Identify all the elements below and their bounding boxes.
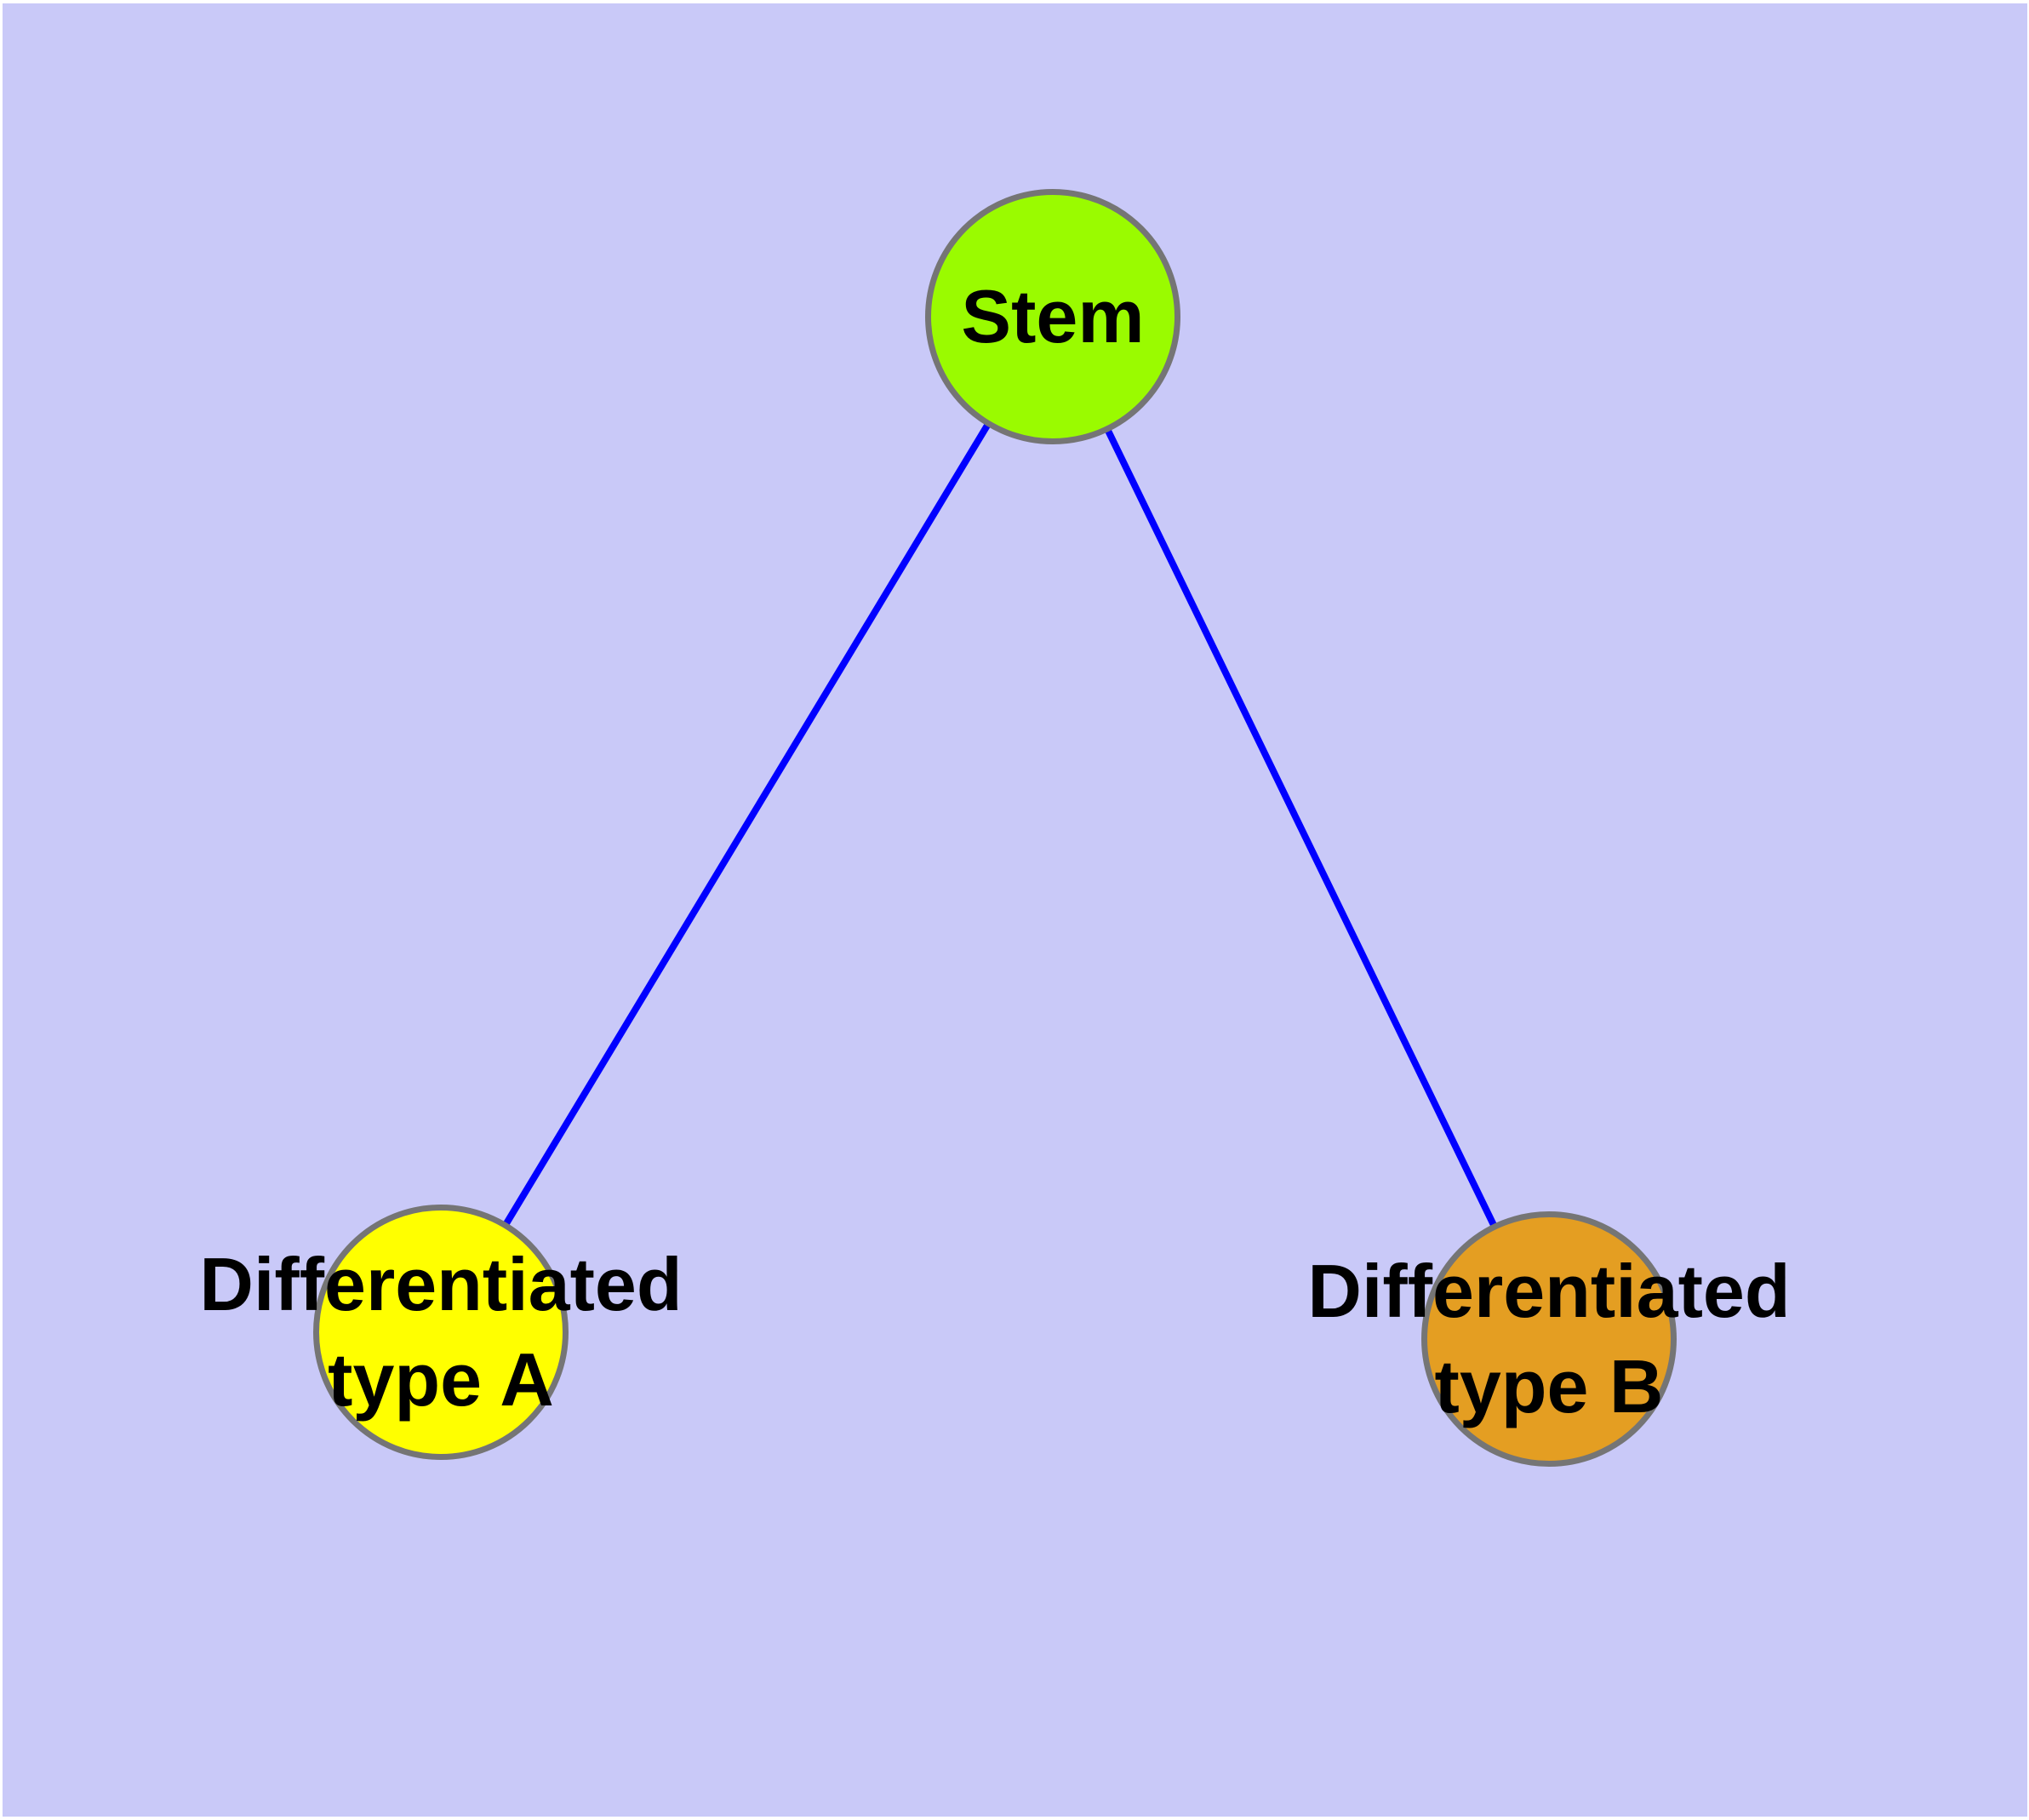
node-differentiated-type-b: Differentiated type B: [1307, 1211, 1791, 1467]
node-differentiated-type-a: Differentiated type A: [199, 1205, 683, 1460]
node-differentiated-type-a-label: Differentiated type A: [199, 1237, 682, 1428]
diagram-canvas: Stem Differentiated type A Differentiate…: [3, 3, 2027, 1817]
node-differentiated-type-b-label: Differentiated type B: [1307, 1244, 1790, 1434]
node-differentiated-type-a-label-line1: Differentiated: [199, 1242, 683, 1326]
edge-stem-to-type-a: [437, 314, 1056, 1335]
node-stem: Stem: [925, 189, 1180, 444]
node-differentiated-type-a-label-line2: type A: [328, 1337, 554, 1422]
edge-layer: [437, 314, 1552, 1341]
node-stem-label-text: Stem: [961, 274, 1145, 358]
node-stem-label: Stem: [961, 269, 1144, 364]
node-differentiated-type-b-label-line2: type B: [1434, 1344, 1664, 1428]
edge-stem-to-type-b: [1049, 315, 1552, 1341]
node-differentiated-type-b-label-line1: Differentiated: [1307, 1249, 1791, 1333]
